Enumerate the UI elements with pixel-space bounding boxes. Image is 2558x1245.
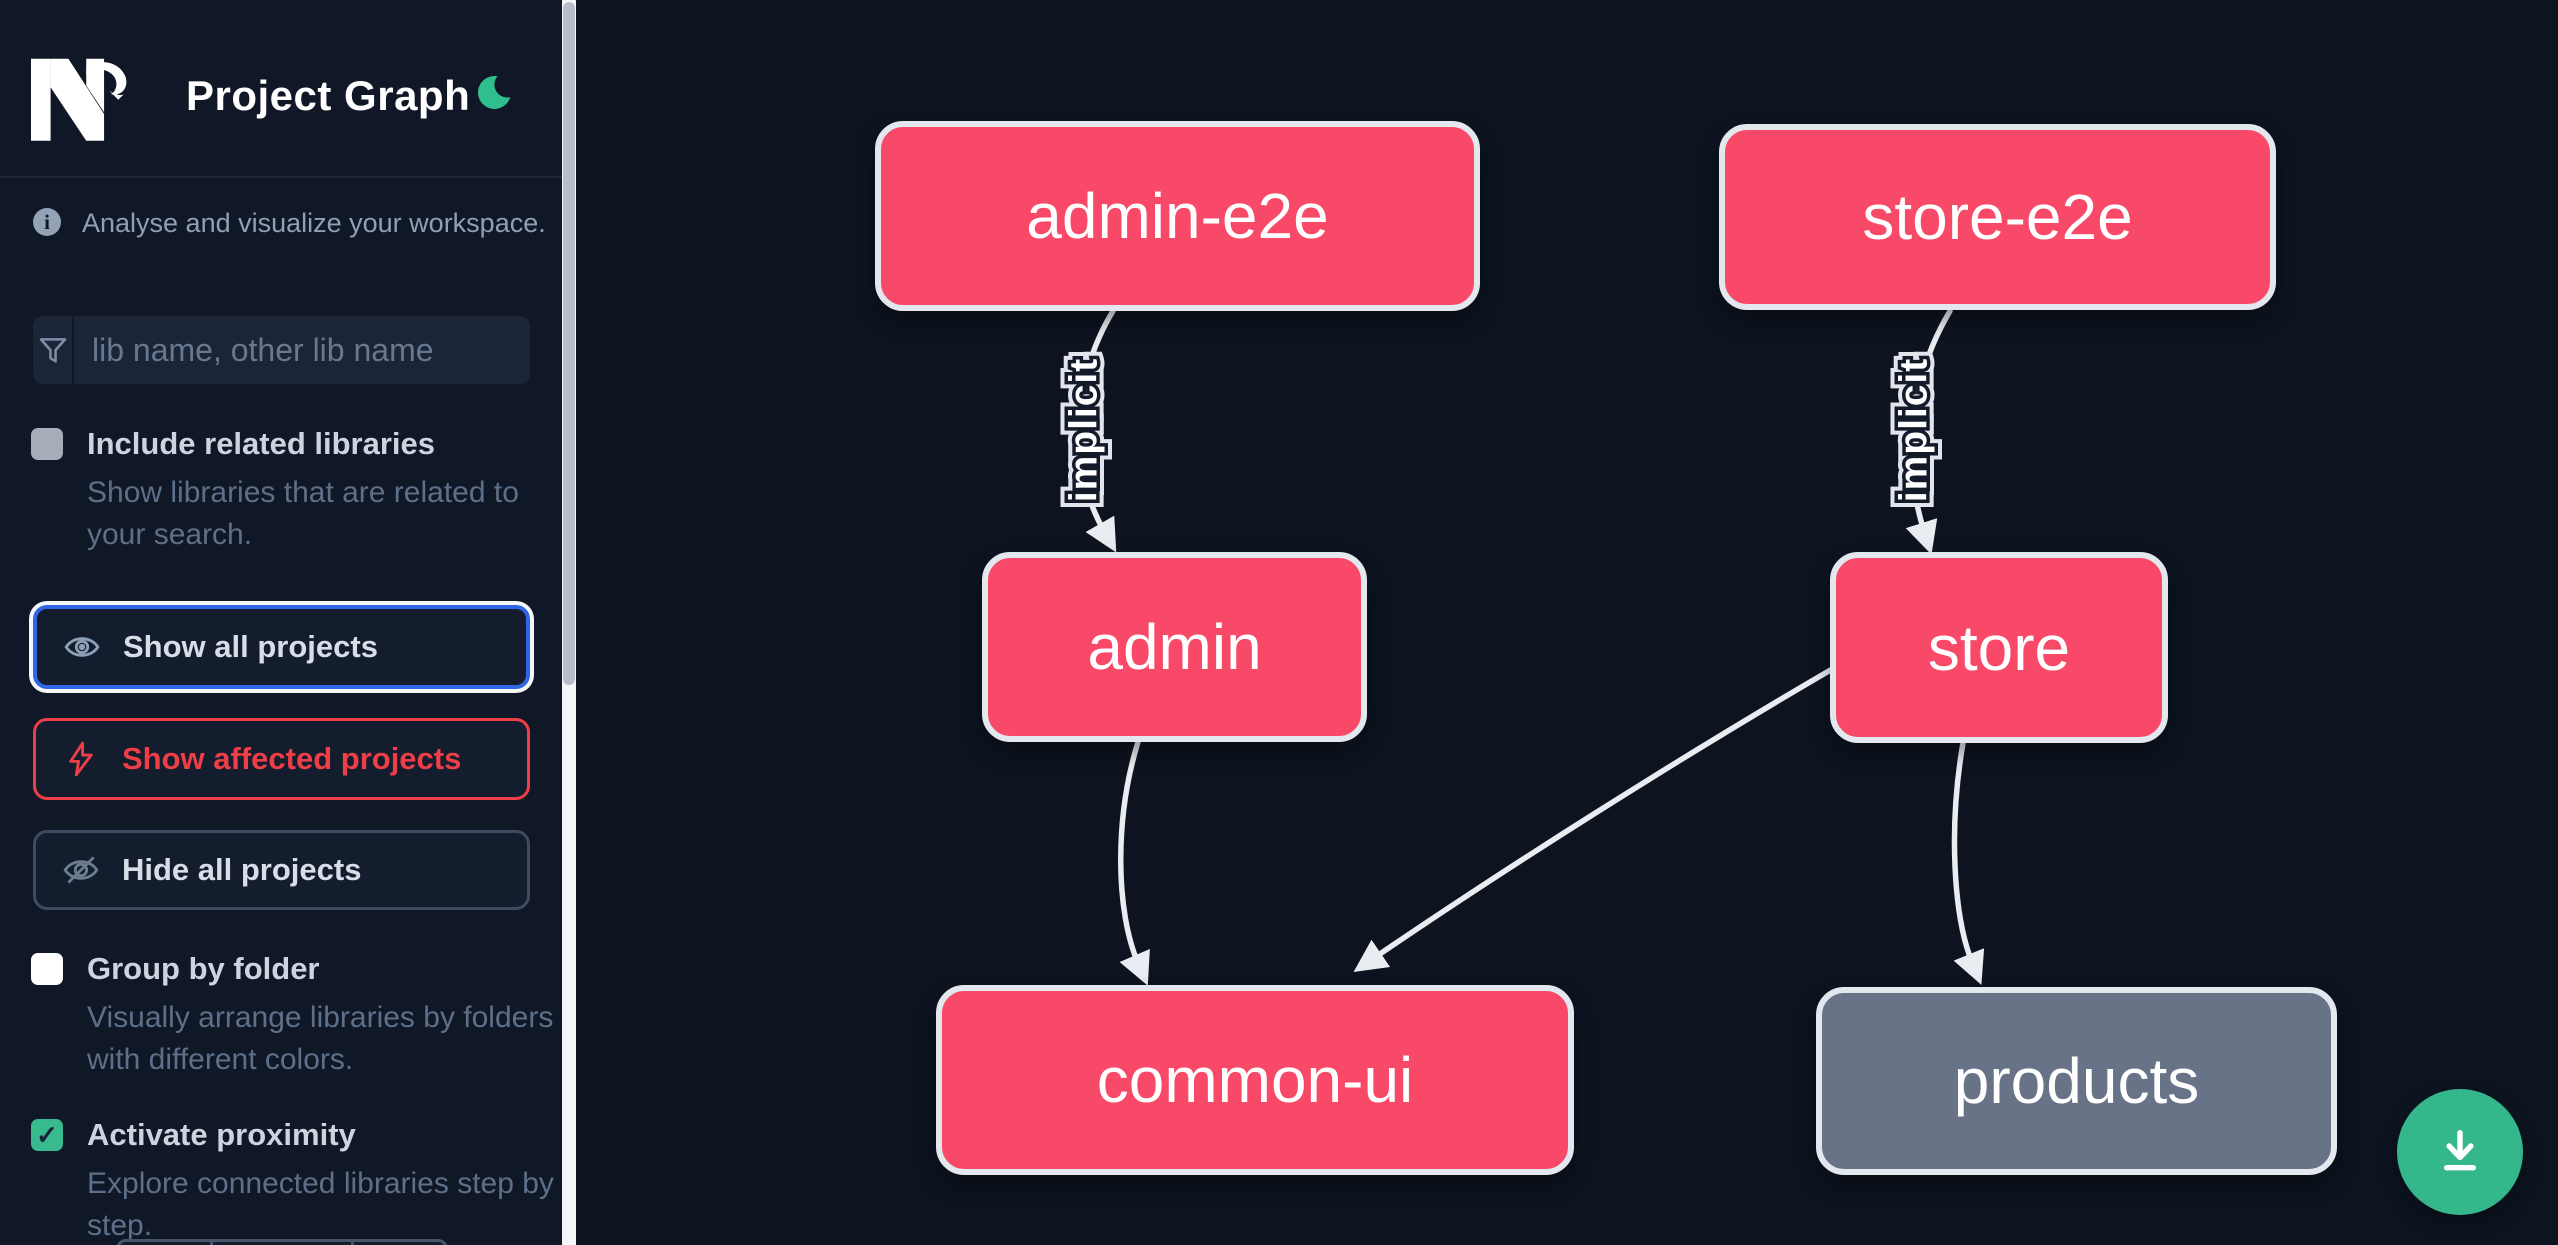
node-label: store	[1927, 611, 2071, 684]
edge-store-to-common-ui	[1353, 665, 1837, 972]
show-all-projects-button[interactable]: Show all projects	[33, 605, 530, 689]
filter-funnel-icon	[33, 316, 74, 384]
proximity-depth-value	[213, 1242, 354, 1245]
graph-edges: implicit implicit implicit implicit	[1055, 308, 1985, 986]
eye-icon	[64, 637, 100, 657]
info-icon: i	[33, 208, 61, 236]
graph-node-products[interactable]: products	[1816, 987, 2337, 1175]
option-group-by-folder: Group by folder Visually arrange librari…	[31, 951, 562, 1081]
graph-node-admin[interactable]: admin	[982, 552, 1367, 742]
graph-node-common-ui[interactable]: common-ui	[936, 985, 1574, 1175]
activate-proximity-label: Activate proximity	[87, 1117, 356, 1152]
edge-admin-to-common-ui	[1118, 739, 1150, 986]
show-all-projects-label: Show all projects	[123, 629, 378, 664]
download-icon	[2443, 1129, 2477, 1171]
eye-off-icon	[63, 856, 99, 884]
node-label: products	[1953, 1045, 2200, 1117]
page-title: Project Graph	[186, 72, 471, 119]
proximity-decrement-button[interactable]	[119, 1242, 213, 1245]
edge-store-e2e-to-store	[1905, 308, 1953, 555]
sidebar-scrollbar-thumb[interactable]	[563, 2, 575, 685]
nx-logo-icon	[31, 58, 127, 141]
edge-label-implicit: implicit	[1892, 358, 1935, 503]
tagline-text: Analyse and visualize your workspace.	[82, 208, 546, 238]
edge-admin-e2e-to-admin	[1076, 308, 1117, 553]
node-label: store-e2e	[1862, 181, 2133, 253]
option-include-related: Include related libraries Show libraries…	[31, 426, 562, 556]
node-label: admin	[1087, 611, 1262, 683]
edge-label-implicit: implicit	[1062, 358, 1105, 503]
hide-all-projects-button[interactable]: Hide all projects	[33, 830, 530, 910]
node-label: admin-e2e	[1026, 180, 1329, 252]
hide-all-projects-label: Hide all projects	[122, 852, 362, 887]
activate-proximity-description: Explore connected libraries step by step…	[87, 1167, 554, 1242]
show-affected-projects-label: Show affected projects	[122, 741, 462, 776]
option-activate-proximity: Activate proximity Explore connected lib…	[31, 1117, 562, 1245]
edge-label-implicit-halo: implicit	[1892, 358, 1935, 503]
group-by-folder-label: Group by folder	[87, 951, 320, 986]
dark-mode-toggle-moon-icon[interactable]	[470, 72, 514, 116]
graph-canvas[interactable]: implicit implicit implicit implicit admi…	[576, 0, 2558, 1245]
graph-node-store-e2e[interactable]: store-e2e	[1719, 124, 2276, 310]
tagline-row: i Analyse and visualize your workspace.	[33, 206, 546, 240]
activate-proximity-checkbox[interactable]	[31, 1119, 63, 1151]
lightning-icon	[69, 741, 93, 777]
edge-label-implicit-halo: implicit	[1062, 358, 1105, 503]
sidebar-scrollbar-track	[562, 0, 576, 1245]
sidebar-header: Project Graph	[0, 0, 562, 176]
include-related-label: Include related libraries	[87, 426, 436, 461]
graph-node-store[interactable]: store	[1830, 552, 2168, 743]
header-divider	[0, 176, 562, 178]
sidebar: Project Graph i Analyse and visualize yo…	[0, 0, 562, 1245]
include-related-description: Show libraries that are related to your …	[87, 476, 519, 551]
node-label: common-ui	[1096, 1044, 1414, 1116]
download-image-button[interactable]	[2397, 1089, 2523, 1215]
group-by-folder-checkbox[interactable]	[31, 953, 63, 985]
group-by-folder-description: Visually arrange libraries by folders wi…	[87, 1001, 554, 1076]
graph-node-admin-e2e[interactable]: admin-e2e	[875, 121, 1480, 311]
edge-store-to-products	[1951, 740, 1985, 985]
search-input[interactable]	[74, 316, 530, 384]
show-affected-projects-button[interactable]: Show affected projects	[33, 718, 530, 800]
include-related-checkbox[interactable]	[31, 428, 63, 460]
search-box	[33, 316, 530, 384]
proximity-depth-control	[116, 1239, 448, 1245]
